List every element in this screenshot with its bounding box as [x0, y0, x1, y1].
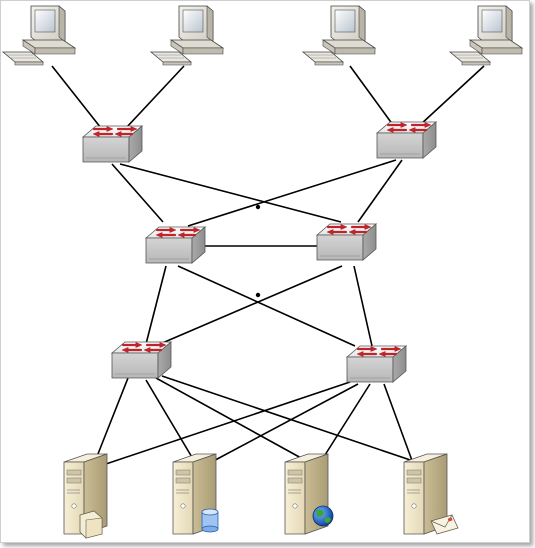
network-links	[51, 65, 485, 467]
link	[145, 379, 197, 465]
workstation-icon[interactable]	[150, 5, 224, 66]
switch-icon[interactable]	[375, 120, 438, 160]
link	[99, 381, 351, 467]
database-icon	[201, 508, 219, 533]
workstation-icon[interactable]	[449, 5, 523, 66]
switch-icon[interactable]	[315, 222, 378, 262]
workstations	[2, 5, 523, 66]
file-server[interactable]	[63, 453, 108, 539]
switch-icon[interactable]	[345, 344, 408, 384]
workstation-icon[interactable]	[302, 5, 376, 66]
core-switches	[144, 222, 378, 265]
envelope-icon	[430, 514, 459, 535]
link	[317, 383, 371, 467]
link	[383, 383, 415, 467]
link	[357, 159, 403, 223]
access-switches	[81, 120, 438, 164]
crossing-dot	[255, 292, 261, 298]
link	[125, 65, 185, 129]
link	[93, 377, 129, 465]
link	[145, 265, 167, 345]
mail-server[interactable]	[403, 453, 459, 535]
servers	[63, 453, 459, 539]
switch-icon[interactable]	[81, 124, 144, 164]
database-server[interactable]	[172, 453, 219, 535]
web-server[interactable]	[284, 453, 334, 535]
link	[51, 65, 102, 129]
link	[349, 65, 394, 126]
switch-icon[interactable]	[144, 225, 207, 265]
folder-icon	[79, 510, 103, 539]
link	[203, 383, 359, 467]
workstation-icon[interactable]	[2, 5, 76, 66]
link	[159, 265, 343, 345]
crossing-dot	[255, 204, 261, 210]
link	[177, 265, 356, 347]
link	[187, 159, 397, 227]
link-crossings	[255, 204, 261, 298]
link	[419, 65, 485, 126]
switch-icon[interactable]	[110, 340, 173, 380]
distribution-switches	[110, 340, 408, 384]
globe-icon	[312, 505, 334, 527]
link	[353, 265, 373, 347]
link	[161, 375, 429, 467]
link	[111, 163, 164, 223]
link	[119, 163, 342, 223]
